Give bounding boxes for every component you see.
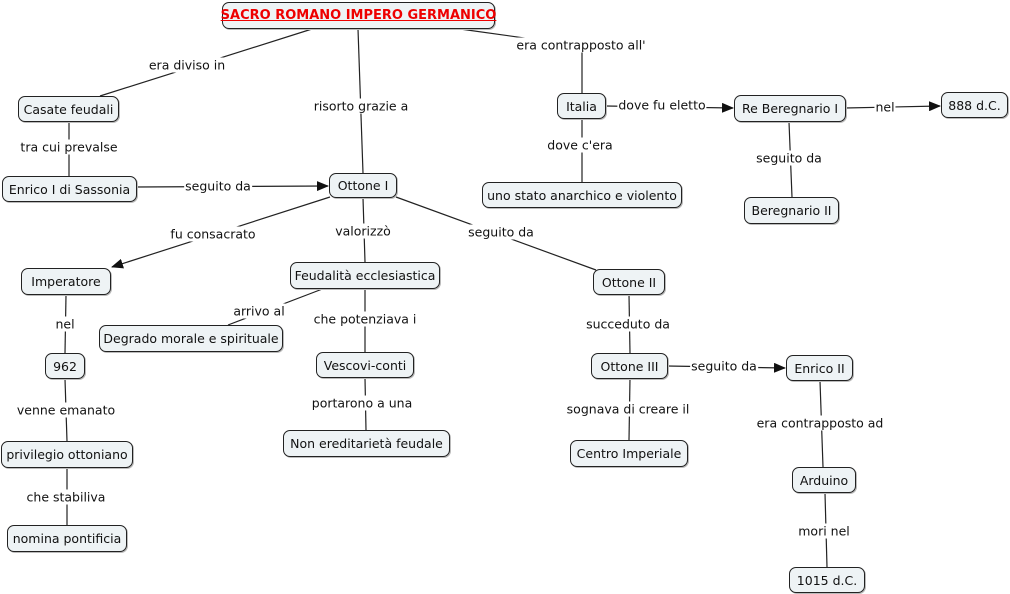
link-label: venne emanato — [15, 402, 117, 418]
concept-enrico-ii[interactable]: Enrico II — [786, 355, 853, 381]
link-label: nel — [54, 316, 76, 332]
link-label: nel — [874, 99, 896, 115]
concept-casate-feudali[interactable]: Casate feudali — [18, 96, 119, 122]
link-label: tra cui prevalse — [19, 139, 119, 155]
link-label: dove c'era — [546, 137, 614, 153]
link-label: mori nel — [797, 523, 851, 539]
concept-beregnario-ii[interactable]: Beregnario II — [744, 197, 839, 224]
link-label: sognava di creare il — [565, 401, 691, 417]
concept-enrico-i[interactable]: Enrico I di Sassonia — [2, 176, 137, 202]
link-label: valorizzò — [334, 223, 392, 239]
link-label: era diviso in — [147, 57, 227, 73]
link-label: seguito da — [755, 150, 823, 166]
concept-ottone-iii[interactable]: Ottone III — [591, 353, 668, 379]
link-label: succeduto da — [585, 316, 671, 332]
concept-centro-imperiale[interactable]: Centro Imperiale — [570, 440, 688, 467]
link-label: portarono a una — [310, 395, 414, 411]
link-label: arrivo al — [232, 303, 286, 319]
concept-962[interactable]: 962 — [45, 353, 85, 379]
concept-arduino[interactable]: Arduino — [792, 467, 856, 493]
link-label: seguito da — [467, 224, 535, 240]
concept-nomina-pontificia[interactable]: nomina pontificia — [7, 525, 127, 552]
concept-ottone-ii[interactable]: Ottone II — [593, 269, 665, 295]
concept-non-ereditarieta[interactable]: Non ereditarietà feudale — [283, 430, 450, 457]
concept-italia[interactable]: Italia — [557, 93, 606, 119]
link-label: che stabiliva — [25, 489, 107, 505]
concept-beregnario-i[interactable]: Re Beregnario I — [734, 95, 846, 122]
link-label: era contrapposto all' — [515, 37, 647, 53]
concept-vescovi-conti[interactable]: Vescovi-conti — [316, 352, 414, 378]
concept-888[interactable]: 888 d.C. — [941, 92, 1008, 118]
link-label: che potenziava i — [312, 311, 418, 327]
concept-1015[interactable]: 1015 d.C. — [789, 567, 865, 593]
link-label: seguito da — [690, 358, 758, 374]
concept-imperatore[interactable]: Imperatore — [21, 268, 111, 295]
link-label: risorto grazie a — [312, 98, 410, 114]
concept-feudalita-ecclesiastica[interactable]: Feudalità ecclesiastica — [290, 262, 440, 289]
concept-degrado-morale[interactable]: Degrado morale e spirituale — [99, 325, 283, 352]
concept-root[interactable]: SACRO ROMANO IMPERO GERMANICO — [221, 2, 496, 29]
link-label: dove fu eletto — [617, 97, 707, 113]
link-label: fu consacrato — [169, 226, 257, 242]
link-label: seguito da — [184, 178, 252, 194]
concept-stato-anarchico[interactable]: uno stato anarchico e violento — [482, 182, 682, 208]
link-label: era contrapposto ad — [755, 415, 885, 431]
concept-privilegio-ottoniano[interactable]: privilegio ottoniano — [1, 441, 133, 468]
concept-ottone-i[interactable]: Ottone I — [329, 173, 397, 198]
